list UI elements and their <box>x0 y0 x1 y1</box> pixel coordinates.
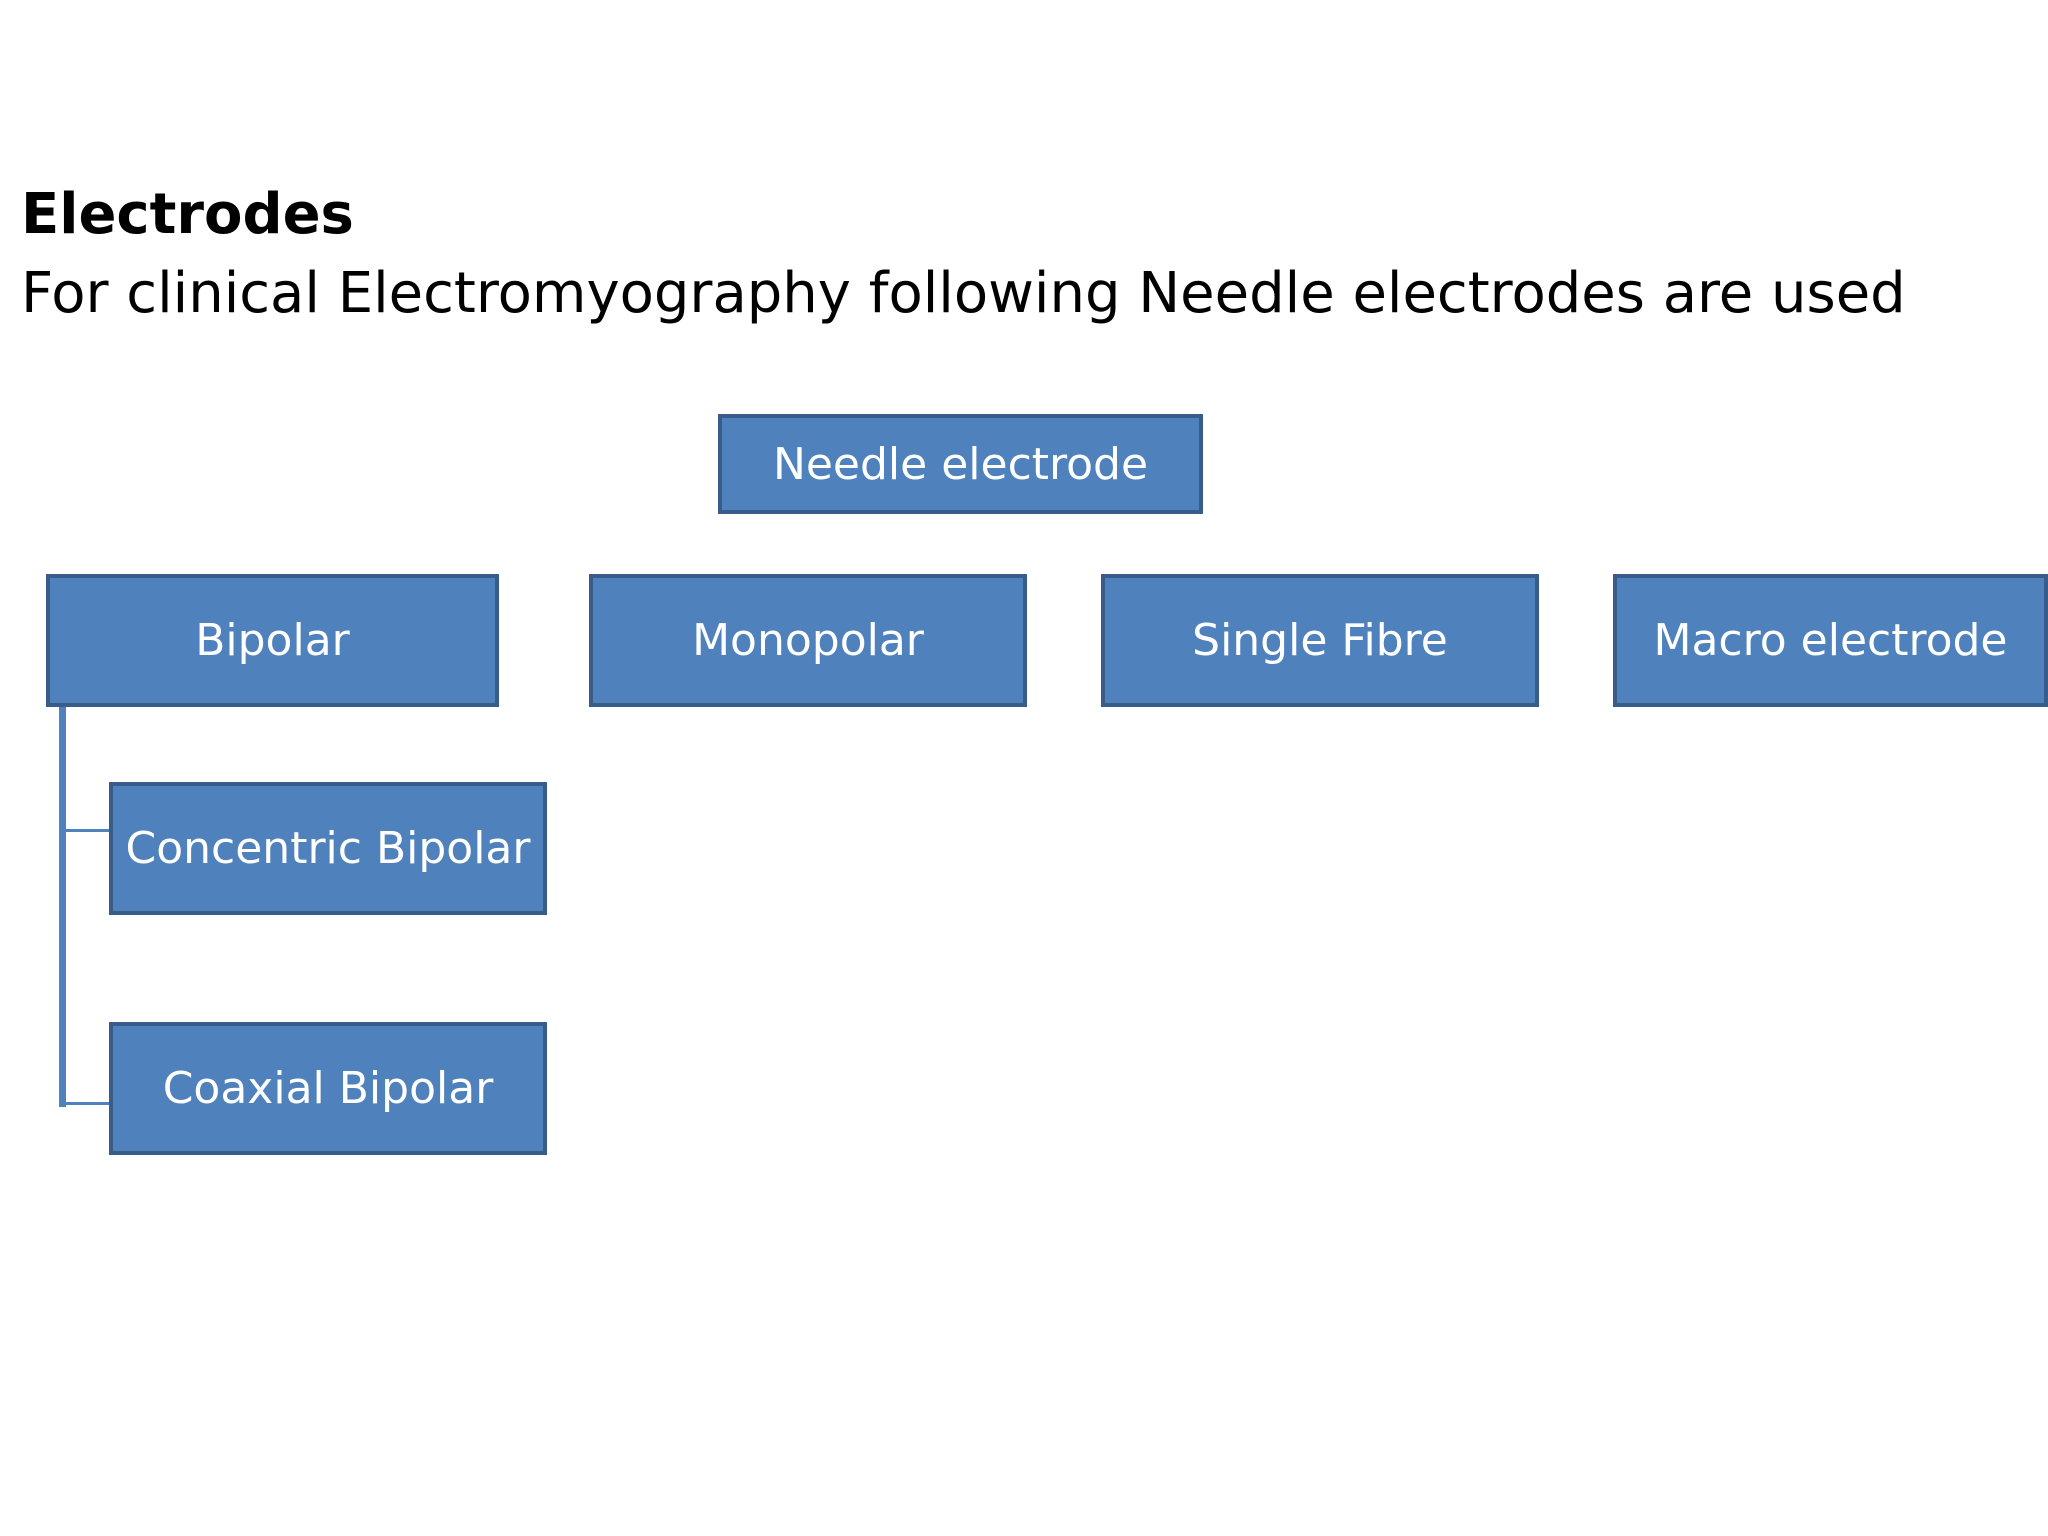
bipolar-vertical-connector <box>59 707 66 1107</box>
node-monopolar: Monopolar <box>589 574 1027 707</box>
coaxial-horizontal-connector <box>66 1102 110 1105</box>
node-concentric-bipolar: Concentric Bipolar <box>109 782 547 915</box>
slide-subtitle: For clinical Electromyography following … <box>21 261 1906 326</box>
slide-title: Electrodes <box>21 182 354 247</box>
node-coaxial-bipolar: Coaxial Bipolar <box>109 1022 547 1155</box>
node-bipolar: Bipolar <box>46 574 499 707</box>
node-macro-electrode: Macro electrode <box>1613 574 2048 707</box>
node-single-fibre: Single Fibre <box>1101 574 1539 707</box>
node-needle-electrode: Needle electrode <box>718 414 1203 514</box>
concentric-horizontal-connector <box>66 829 110 832</box>
